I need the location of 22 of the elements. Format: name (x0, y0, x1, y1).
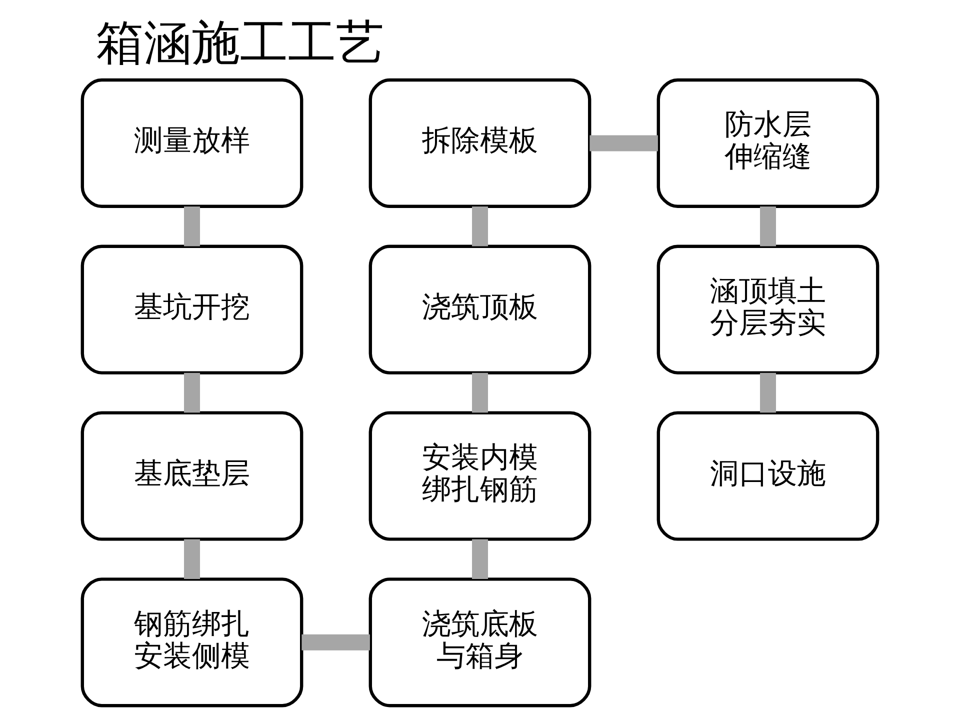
node-box: 基坑开挖 (80, 244, 304, 374)
connector (590, 135, 658, 152)
connector (184, 539, 200, 579)
connector (760, 206, 776, 246)
node-box: 浇筑顶板 (368, 244, 592, 374)
node-box: 涵顶填土分层夯实 (656, 244, 880, 374)
connector (472, 539, 488, 579)
connector (302, 634, 370, 650)
node-box: 洞口设施 (656, 411, 880, 541)
node-box: 钢筋绑扎安装侧模 (80, 578, 304, 708)
diagram-title: 箱涵施工工艺 (96, 15, 384, 72)
node-box: 防水层伸缩缝 (656, 78, 880, 208)
connector (472, 206, 488, 246)
node-box: 基底垫层 (80, 411, 304, 541)
connector (184, 372, 200, 413)
connector (760, 372, 776, 413)
node-box: 拆除模板 (368, 78, 592, 208)
node-box: 安装内模绑扎钢筋 (368, 411, 592, 541)
connector (472, 372, 488, 413)
connector (184, 206, 200, 246)
node-box: 测量放样 (80, 78, 304, 208)
node-box: 浇筑底板与箱身 (368, 578, 592, 708)
